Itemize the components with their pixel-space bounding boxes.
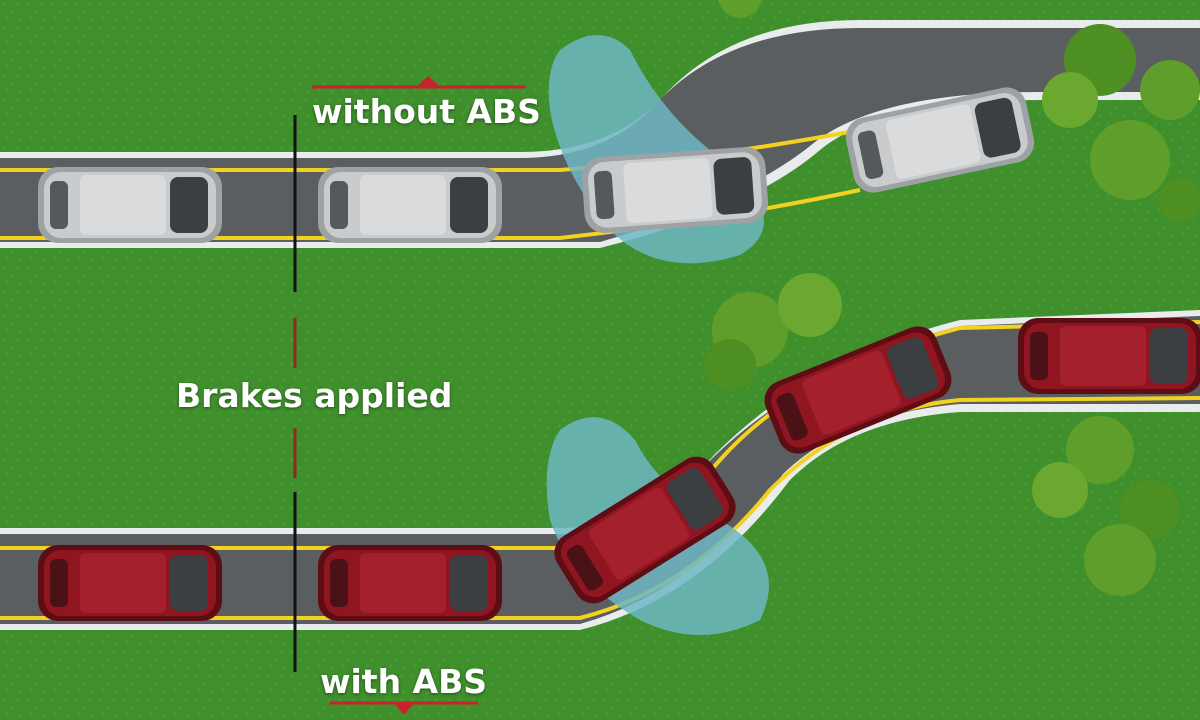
car-silver-2 <box>318 167 502 243</box>
arrow-up-accent <box>312 76 525 89</box>
tree-cluster-bottom-right <box>1032 416 1180 596</box>
car-red-2 <box>318 545 502 621</box>
car-silver-4 <box>845 87 1035 193</box>
tree-cluster-top <box>718 0 762 18</box>
label-with-abs: with ABS <box>320 662 488 701</box>
tree-cluster-top-right <box>1042 24 1200 222</box>
car-red-5 <box>1018 318 1200 394</box>
car-red-1 <box>38 545 222 621</box>
arrow-down-accent <box>330 701 478 715</box>
car-silver-1 <box>38 167 222 243</box>
car-silver-3 <box>581 147 769 233</box>
tree-cluster-middle <box>704 273 842 391</box>
label-without-abs: without ABS <box>312 92 541 131</box>
car-red-4 <box>764 326 952 454</box>
car-red-3 <box>554 456 736 604</box>
label-brakes-applied: Brakes applied <box>176 376 453 415</box>
